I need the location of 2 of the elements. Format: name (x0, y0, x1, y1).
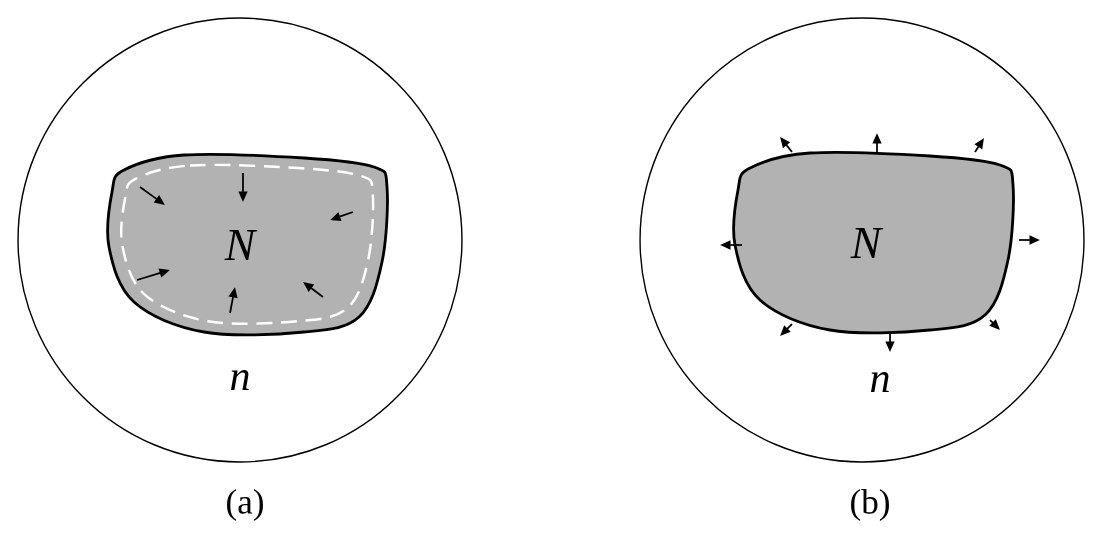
panel-label: (a) (227, 489, 263, 521)
panel-label: (b) (851, 489, 889, 521)
